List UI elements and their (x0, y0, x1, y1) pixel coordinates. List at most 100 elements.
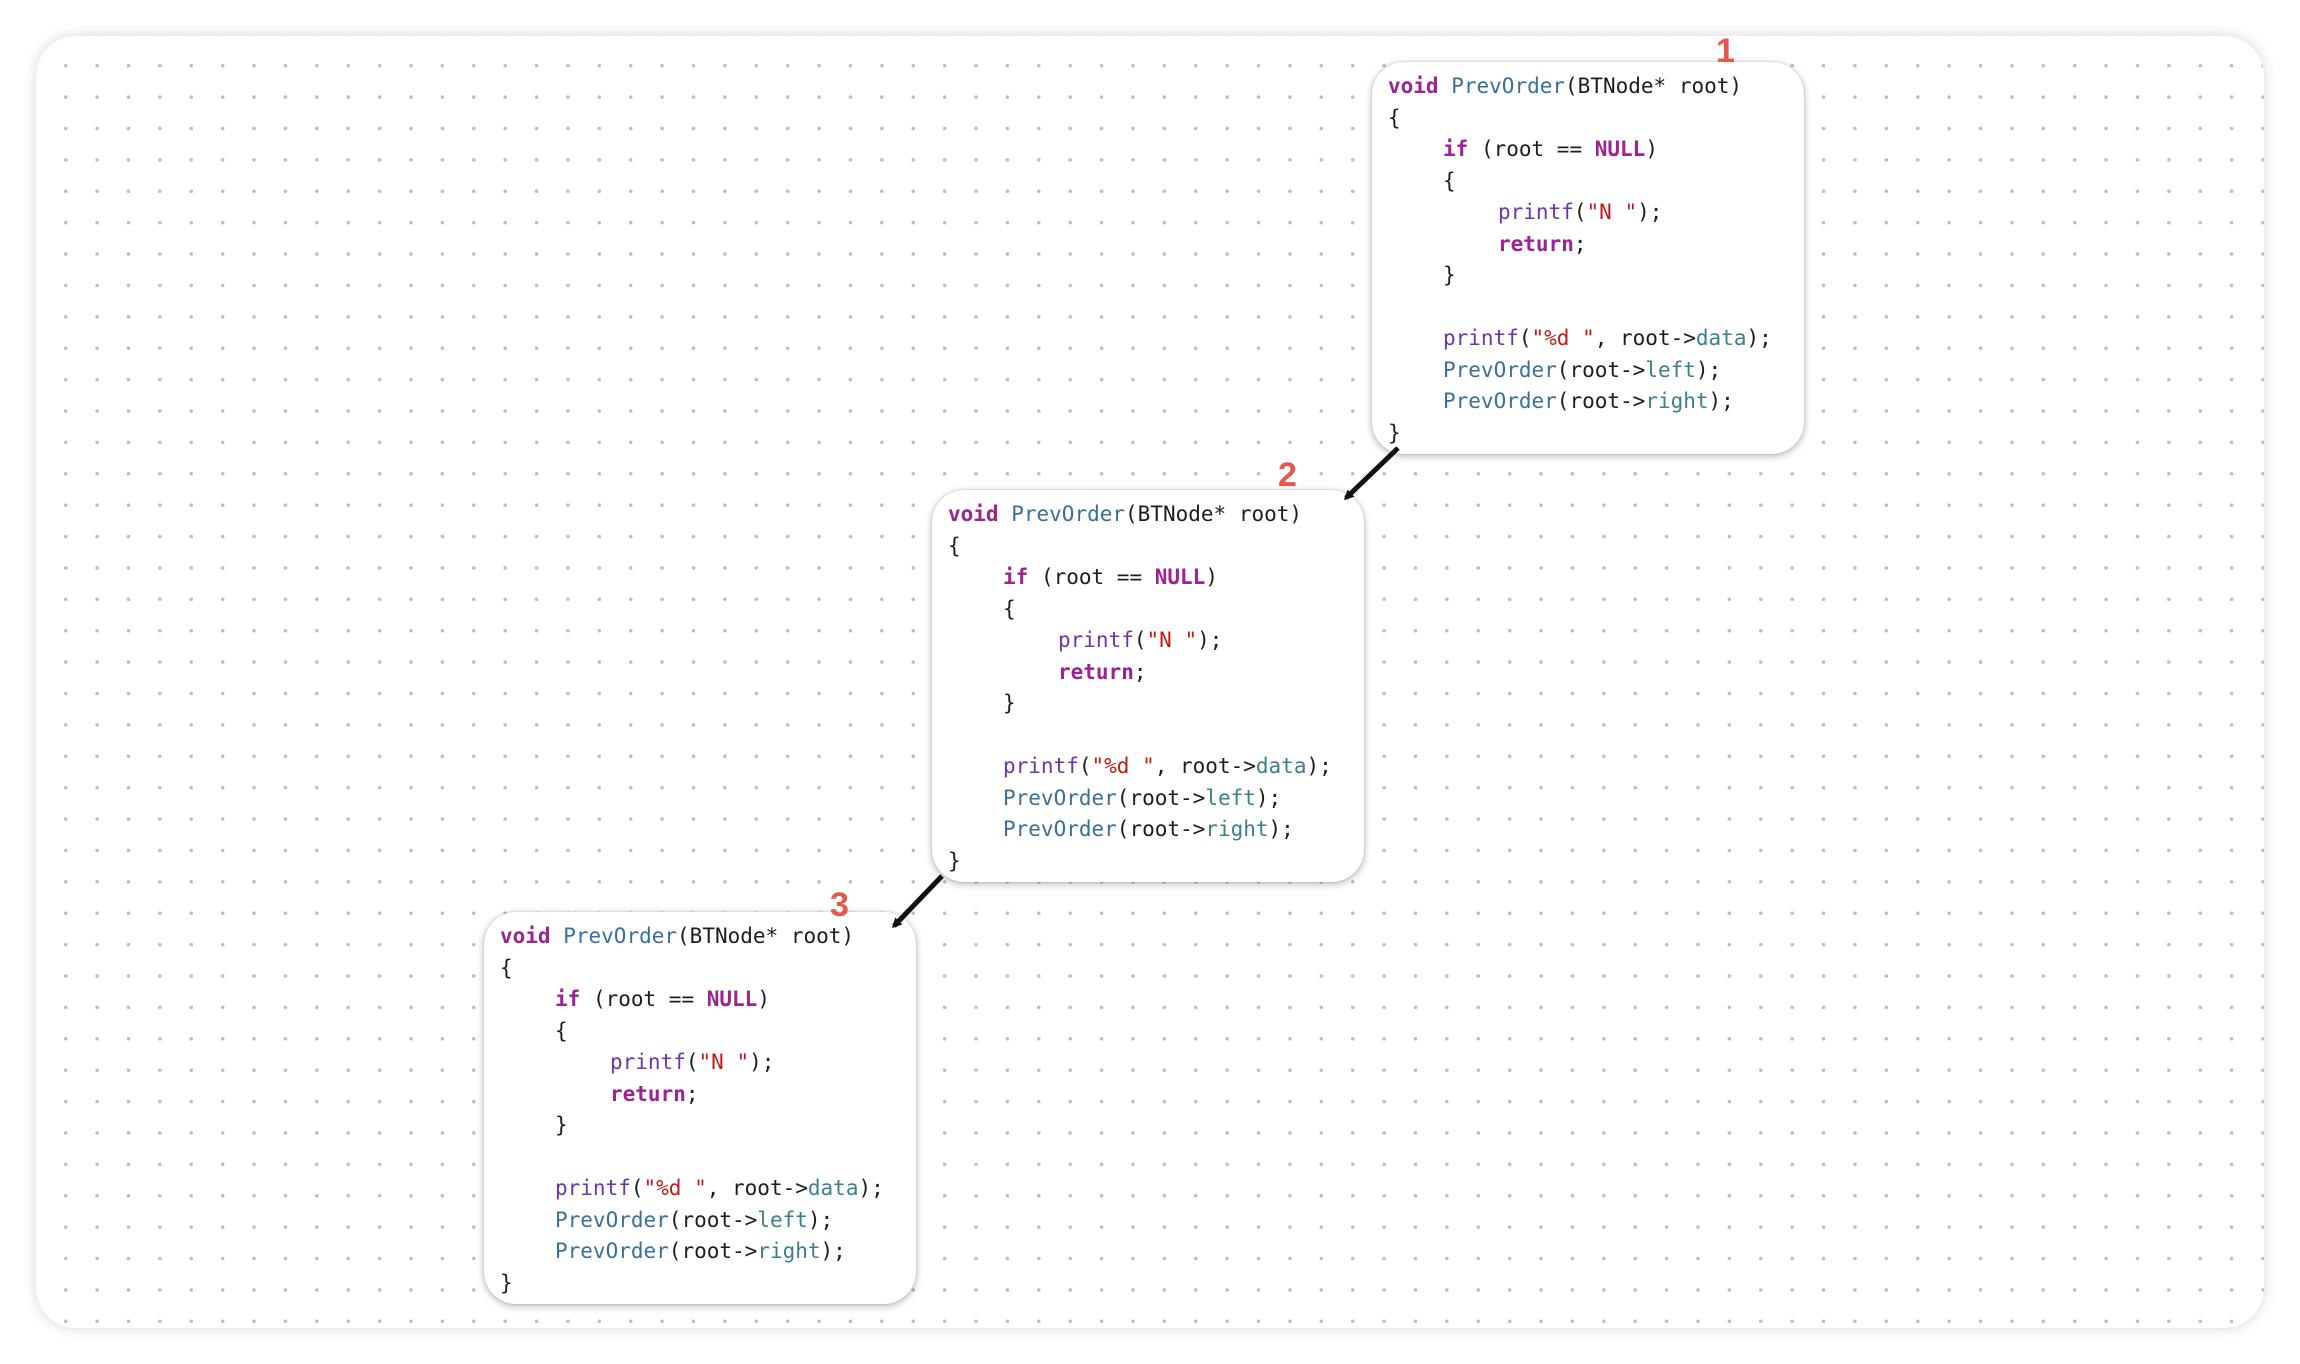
recursive-call: PrevOrder (1003, 785, 1117, 810)
inner-open-brace: { (1003, 596, 1016, 621)
stmt-end: ); (749, 1050, 775, 1074)
keyword-return: return (1058, 659, 1134, 684)
return-line: return; (500, 1079, 916, 1111)
call-right-line: PrevOrder(root->right); (948, 814, 1364, 846)
arg-root: (root-> (668, 1239, 758, 1263)
open-brace-line: { (1388, 103, 1804, 135)
recursive-call: PrevOrder (555, 1239, 669, 1263)
member-left: left (1205, 785, 1256, 810)
recursive-call: PrevOrder (1443, 389, 1557, 413)
open-brace: { (1388, 105, 1401, 130)
step-label-1: 1 (1716, 32, 1735, 70)
if-close: ) (1645, 137, 1658, 161)
printf-call: printf (1498, 200, 1574, 224)
blank-line (948, 720, 1364, 752)
call-left-line: PrevOrder(root->left); (500, 1205, 916, 1237)
close-brace-line: } (500, 1268, 916, 1300)
arg-root: (root-> (1116, 785, 1206, 810)
inner-open-line: { (1388, 166, 1804, 198)
stmt-end: ); (858, 1176, 884, 1200)
inner-open-line: { (500, 1016, 916, 1048)
inner-close-brace: } (1443, 263, 1456, 287)
close-brace-line: } (1388, 418, 1804, 450)
inner-open-brace: { (555, 1018, 568, 1043)
stmt-end: ; (685, 1081, 699, 1106)
inner-close-line: } (1388, 260, 1804, 292)
string-literal: "%d " (1091, 754, 1155, 778)
inner-open-line: { (948, 594, 1364, 626)
recursive-call: PrevOrder (555, 1207, 669, 1232)
paren: ( (1518, 326, 1532, 350)
inner-close-brace: } (1003, 691, 1016, 715)
string-literal: "N " (1586, 200, 1638, 224)
close-brace: } (500, 1270, 513, 1295)
if-condition: (root == (1028, 565, 1155, 589)
member-right: right (1205, 817, 1269, 841)
blank-line (1388, 292, 1804, 324)
string-literal: "%d " (1531, 326, 1595, 350)
keyword-if: if (1443, 137, 1469, 161)
member-data: data (1255, 754, 1307, 778)
close-brace-line: } (948, 846, 1364, 878)
stmt-end: ); (1746, 326, 1772, 350)
arg-root: , root-> (1594, 326, 1696, 350)
printf-null-line: printf("N "); (1388, 197, 1804, 229)
call-left-line: PrevOrder(root->left); (1388, 355, 1804, 387)
paren: ( (685, 1050, 699, 1074)
call-right-line: PrevOrder(root->right); (500, 1236, 916, 1268)
member-left: left (757, 1207, 808, 1232)
printf-data-line: printf("%d ", root->data); (1388, 323, 1804, 355)
return-line: return; (948, 657, 1364, 689)
member-data: data (1695, 326, 1747, 350)
printf-call: printf (1003, 754, 1079, 778)
string-literal: "N " (698, 1050, 750, 1074)
if-close: ) (1205, 565, 1218, 589)
member-left: left (1645, 357, 1696, 382)
arg-root: (root-> (1556, 357, 1646, 382)
string-literal: "%d " (643, 1176, 707, 1200)
signature-params: (BTNode* root) (1565, 74, 1743, 98)
printf-call: printf (1058, 628, 1134, 652)
if-line: if (root == NULL) (948, 562, 1364, 594)
close-brace: } (948, 848, 961, 873)
if-line: if (root == NULL) (1388, 134, 1804, 166)
step-label-2: 2 (1278, 456, 1297, 494)
arg-root: , root-> (706, 1176, 808, 1200)
keyword-return: return (1498, 231, 1574, 256)
open-brace: { (500, 955, 513, 980)
code-card-3: void PrevOrder(BTNode* root){if (root ==… (484, 912, 916, 1304)
signature-params: (BTNode* root) (677, 924, 855, 948)
if-condition: (root == (580, 987, 707, 1011)
printf-call: printf (555, 1176, 631, 1200)
recursive-call: PrevOrder (1443, 357, 1557, 382)
string-literal: "N " (1146, 628, 1198, 652)
paren: ( (1133, 628, 1147, 652)
stmt-end: ; (1133, 659, 1147, 684)
stmt-end: ); (1708, 389, 1734, 413)
return-line: return; (1388, 229, 1804, 261)
function-name: PrevOrder (563, 924, 678, 948)
printf-call: printf (610, 1050, 686, 1074)
stmt-end: ); (1197, 628, 1223, 652)
stmt-end: ); (1695, 357, 1722, 382)
member-data: data (807, 1176, 859, 1200)
function-name: PrevOrder (1451, 74, 1566, 98)
function-name: PrevOrder (1011, 502, 1126, 526)
signature-line: void PrevOrder(BTNode* root) (1388, 71, 1804, 103)
paren: ( (1078, 754, 1092, 778)
if-line: if (root == NULL) (500, 984, 916, 1016)
blank-line (500, 1142, 916, 1174)
arg-root: (root-> (1556, 389, 1646, 413)
keyword-null: NULL (1154, 565, 1206, 589)
keyword-void: void (1388, 74, 1439, 98)
inner-open-brace: { (1443, 168, 1456, 193)
if-close: ) (757, 987, 770, 1011)
inner-close-line: } (948, 688, 1364, 720)
stmt-end: ; (1573, 231, 1587, 256)
stmt-end: ); (1255, 785, 1282, 810)
arg-root: (root-> (1116, 817, 1206, 841)
printf-data-line: printf("%d ", root->data); (500, 1173, 916, 1205)
member-right: right (757, 1239, 821, 1263)
inner-close-brace: } (555, 1113, 568, 1137)
keyword-if: if (1003, 565, 1029, 589)
